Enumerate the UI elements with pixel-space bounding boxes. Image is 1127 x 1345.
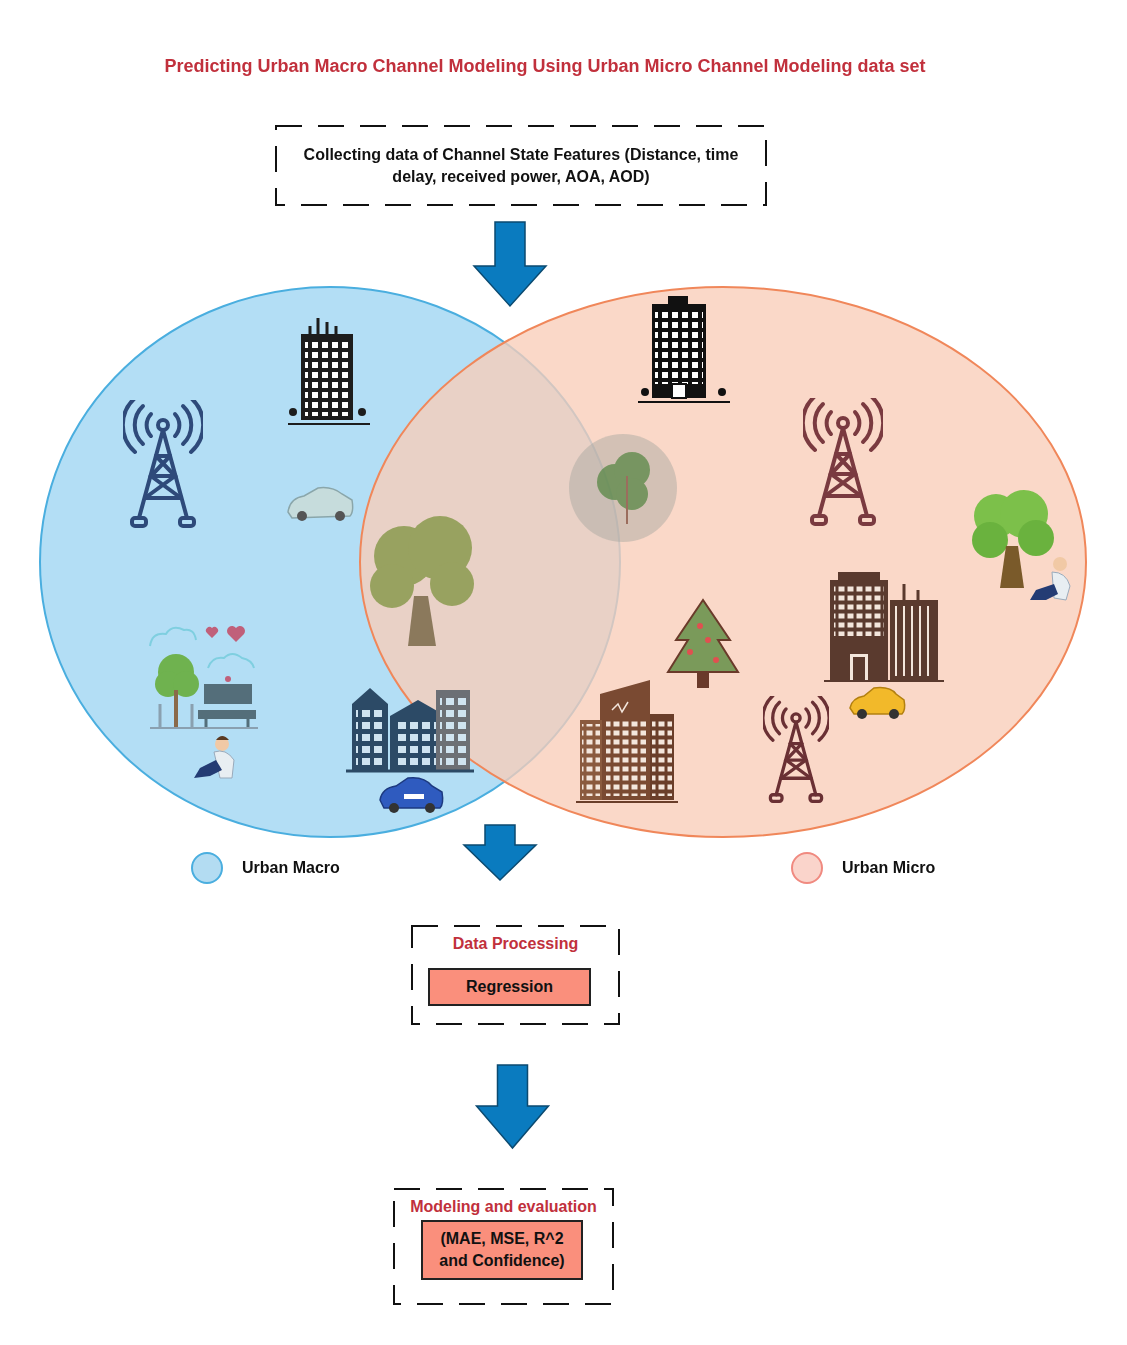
group-heading: Data Processing [417,933,614,955]
process-box: (MAE, MSE, R^2 and Confidence) [421,1220,583,1280]
group-heading: Modeling and evaluation [399,1196,608,1218]
dashed-outline [275,125,767,206]
dashed-group-box: Collecting data of Channel State Feature… [275,125,767,206]
box-label: (MAE, MSE, R^2 and Confidence) [431,1228,573,1271]
box-label: Collecting data of Channel State Feature… [283,144,759,187]
flow-arrow [464,825,536,880]
micro-icons [576,296,1070,802]
flow-arrow [477,1065,549,1148]
process-box: Regression [428,968,591,1006]
legend-label: Urban Micro [842,857,935,879]
diagram-title: Predicting Urban Macro Channel Modeling … [0,56,1090,77]
box-label: Regression [466,976,553,998]
dashed-group-box: Data ProcessingRegression [411,925,620,1025]
shared-icons [370,434,677,646]
flow-arrow [474,222,546,306]
legend-item: Urban Micro [791,852,935,884]
legend-swatch [791,852,823,884]
macro-icons [123,318,474,813]
legend-item: Urban Macro [191,852,340,884]
legend-label: Urban Macro [242,857,340,879]
dashed-group-box: Modeling and evaluation (MAE, MSE, R^2 an… [393,1188,614,1305]
legend-swatch [191,852,223,884]
urban-micro-region [360,287,1086,837]
